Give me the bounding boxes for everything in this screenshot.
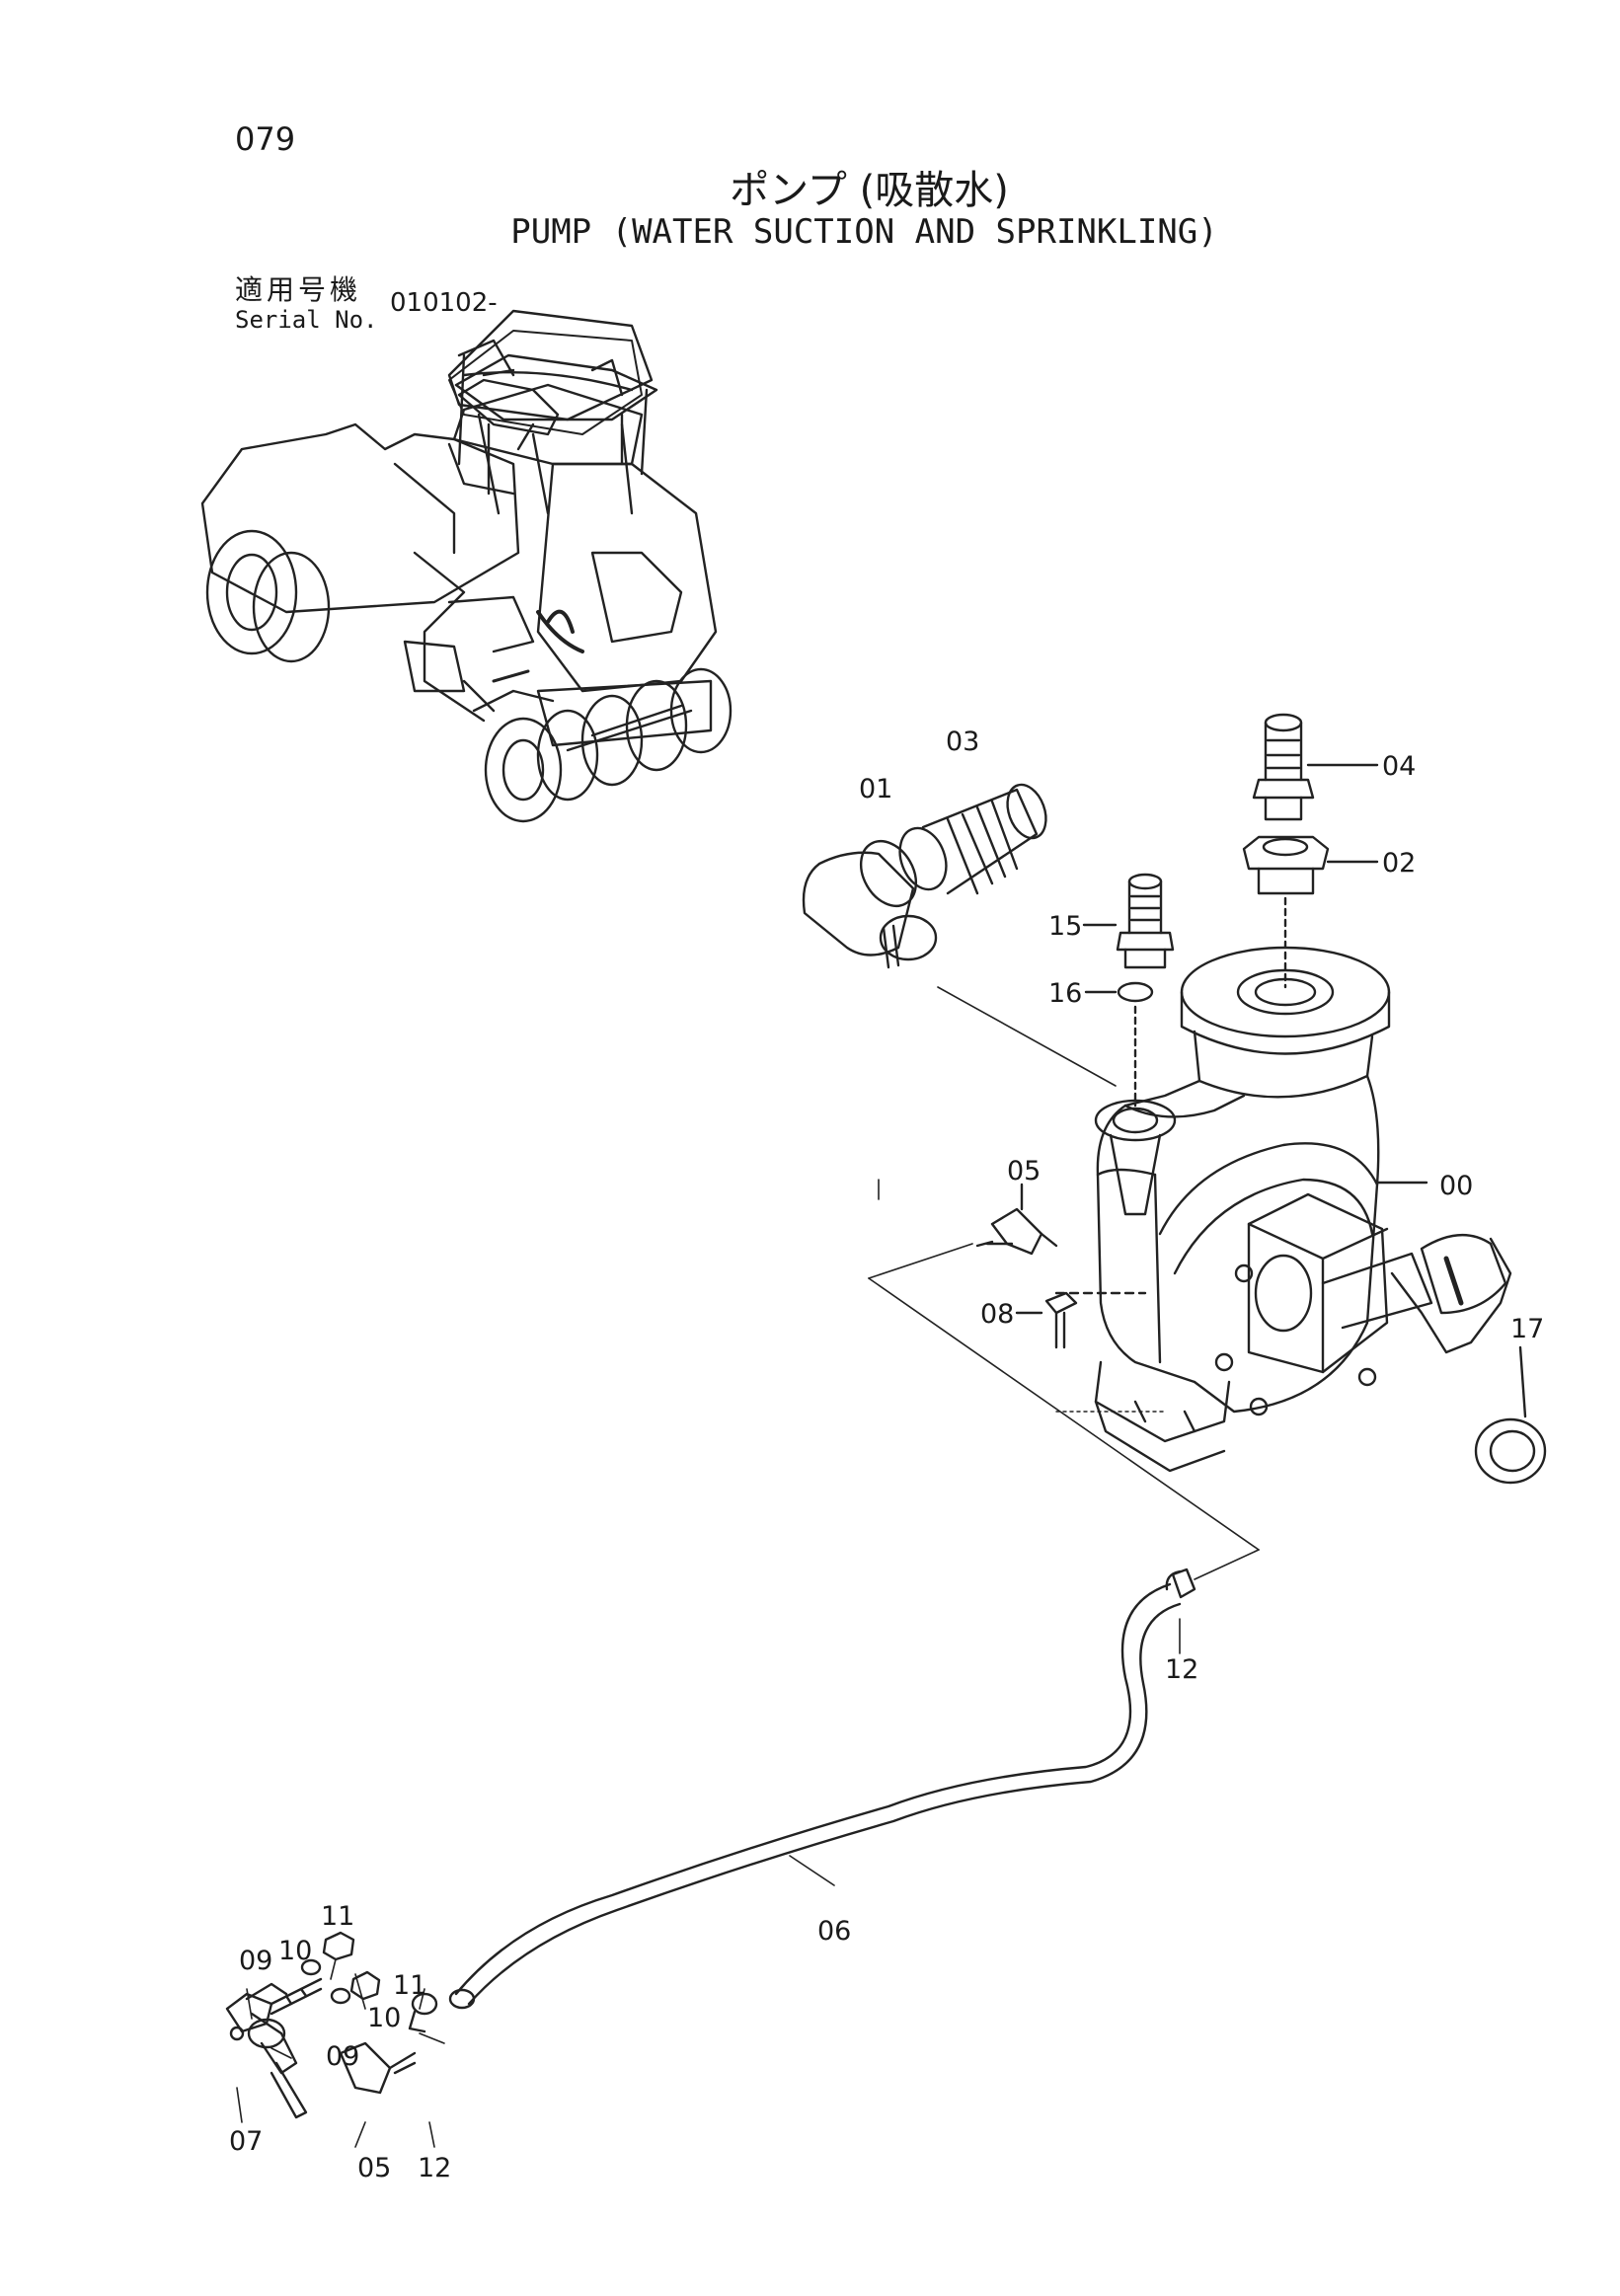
part-clamp-12-lower	[408, 1992, 438, 2033]
page-number: 079	[235, 120, 296, 158]
pump-body-00	[1054, 946, 1512, 1473]
callout-08: 08	[980, 1299, 1014, 1330]
part-nut-11	[322, 1931, 381, 2001]
callout-09-upper: 09	[239, 1946, 272, 1976]
callout-05-upper: 05	[1007, 1156, 1041, 1186]
part-clamp-12-upper	[1165, 1568, 1196, 1599]
part-washer-10	[300, 1958, 351, 2005]
part-reducer-02	[1242, 835, 1379, 989]
part-elbow-01	[802, 840, 938, 969]
part-fitting-15	[1082, 873, 1175, 969]
callout-03: 03	[946, 727, 979, 757]
callout-05-lower: 05	[357, 2153, 391, 2183]
callout-10-upper: 10	[278, 1936, 312, 1966]
callout-12-lower: 12	[418, 2153, 451, 2183]
callout-00: 00	[1439, 1171, 1473, 1201]
part-bolt-08	[1015, 1291, 1078, 1349]
callout-15: 15	[1048, 911, 1082, 942]
leader-lines	[236, 986, 1260, 2148]
title-english: PUMP (WATER SUCTION AND SPRINKLING)	[510, 212, 1218, 252]
callout-12-upper: 12	[1165, 1654, 1198, 1685]
callout-16: 16	[1048, 978, 1082, 1009]
machine-thumbnail	[200, 309, 733, 823]
part-washer-17	[1474, 1345, 1547, 1485]
callout-17: 17	[1510, 1314, 1544, 1344]
callout-01: 01	[859, 774, 892, 804]
part-elbow-05-lower	[339, 2041, 417, 2095]
part-oring-16	[1084, 981, 1154, 1108]
part-nipple-03	[898, 783, 1047, 895]
callout-02: 02	[1382, 848, 1416, 879]
callout-10-lower: 10	[367, 2003, 401, 2033]
callout-09-lower: 09	[326, 2041, 359, 2072]
part-elbow-05-upper	[975, 1183, 1058, 1256]
part-hose-06	[448, 1582, 1182, 2010]
callout-07: 07	[229, 2126, 263, 2157]
part-valve-07	[225, 1982, 308, 2119]
serial-number-value: 010102-	[390, 288, 498, 318]
serial-label-japanese: 適用号機	[235, 273, 362, 306]
callout-labels: 00 01 02 03 04 05 05 06 07 08 09 09 10 1…	[229, 727, 1544, 2183]
serial-label-english: Serial No.	[235, 306, 378, 334]
part-fitting-04	[1252, 713, 1379, 821]
callout-06: 06	[817, 1916, 851, 1947]
callout-11-lower: 11	[393, 1970, 426, 2001]
callout-11-upper: 11	[321, 1901, 354, 1932]
part-screw-09	[270, 1977, 323, 2016]
callout-04: 04	[1382, 751, 1416, 782]
title-japanese: ポンプ (吸散水)	[730, 168, 1009, 213]
